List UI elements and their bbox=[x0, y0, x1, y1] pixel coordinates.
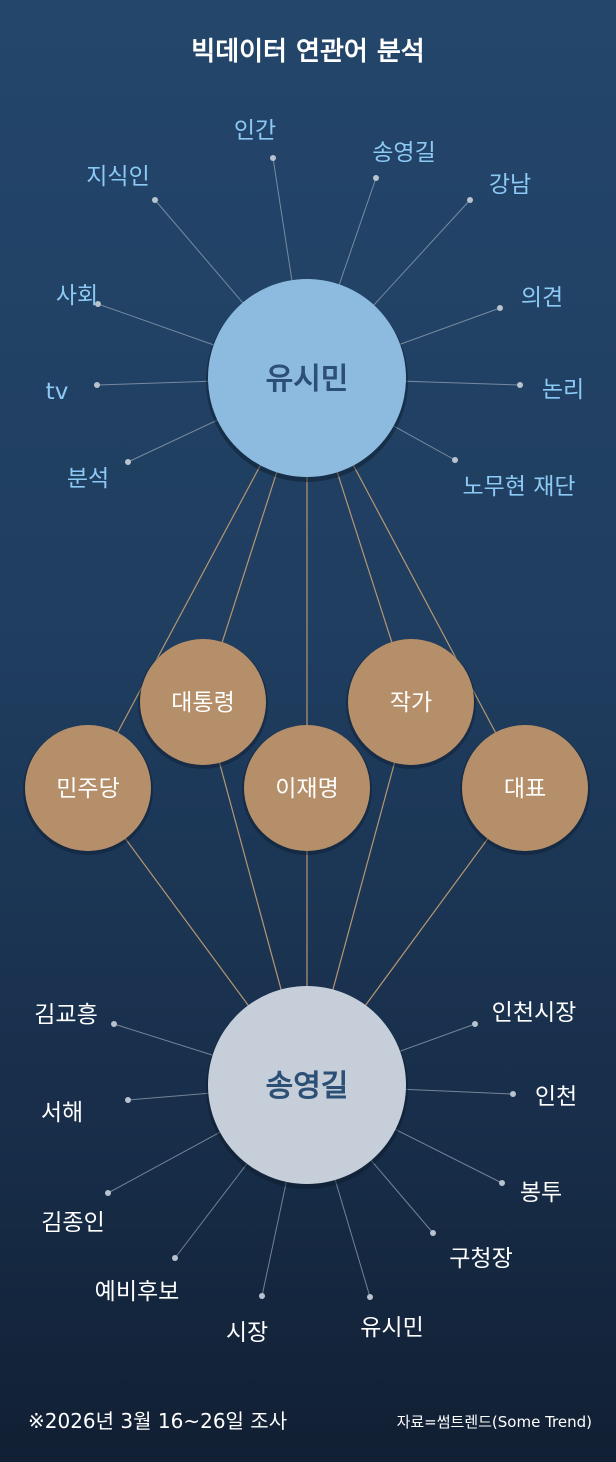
hub-top bbox=[208, 279, 406, 477]
keyword-label: 의견 bbox=[521, 285, 563, 311]
hub-top-label: 유시민 bbox=[266, 362, 349, 397]
keyword-label: 예비후보 bbox=[95, 1279, 180, 1305]
shared-keyword-label: 작가 bbox=[390, 690, 432, 716]
keyword-label: 노무현 재단 bbox=[462, 474, 575, 500]
keyword-dot bbox=[94, 382, 100, 388]
keyword-dot bbox=[111, 1021, 117, 1027]
shared-keyword-node bbox=[462, 725, 588, 851]
shared-keyword-label: 이재명 bbox=[275, 776, 338, 802]
keyword-dot bbox=[373, 175, 379, 181]
hub-bottom-label: 송영길 bbox=[266, 1069, 349, 1104]
keyword-label: 인천시장 bbox=[492, 1000, 577, 1026]
keyword-dot bbox=[517, 382, 523, 388]
hub-bottom bbox=[208, 986, 406, 1184]
shared-keyword-node bbox=[25, 725, 151, 851]
keyword-label: 강남 bbox=[489, 172, 531, 198]
keyword-label: 김종인 bbox=[41, 1210, 104, 1236]
keyword-label: tv bbox=[46, 379, 69, 405]
keyword-label: 봉투 bbox=[520, 1180, 562, 1206]
keyword-label: 분석 bbox=[67, 466, 109, 492]
keyword-dot bbox=[497, 305, 503, 311]
keyword-dot bbox=[125, 1097, 131, 1103]
source-note: 자료=썸트렌드(Some Trend) bbox=[397, 1413, 592, 1431]
keyword-label: 인천 bbox=[535, 1084, 577, 1110]
keyword-dot bbox=[172, 1255, 178, 1261]
page-title: 빅데이터 연관어 분석 bbox=[191, 37, 424, 67]
keyword-label: 유시민 bbox=[360, 1315, 423, 1341]
keyword-dot bbox=[270, 155, 276, 161]
shared-keyword-node bbox=[244, 725, 370, 851]
keyword-dot bbox=[499, 1180, 505, 1186]
keyword-label: 송영길 bbox=[372, 140, 435, 166]
keyword-dot bbox=[152, 197, 158, 203]
keyword-dot bbox=[259, 1293, 265, 1299]
keyword-dot bbox=[472, 1021, 478, 1027]
keyword-label: 논리 bbox=[542, 377, 584, 403]
shared-keyword-node bbox=[140, 639, 266, 765]
keyword-label: 인간 bbox=[234, 118, 276, 144]
keyword-label: 구청장 bbox=[449, 1246, 512, 1272]
keyword-label: 시장 bbox=[226, 1320, 268, 1346]
survey-note: ※2026년 3월 16~26일 조사 bbox=[28, 1409, 287, 1433]
keyword-dot bbox=[105, 1190, 111, 1196]
shared-keyword-label: 민주당 bbox=[56, 776, 119, 802]
keyword-dot bbox=[125, 459, 131, 465]
keyword-dot bbox=[467, 197, 473, 203]
keyword-dot bbox=[510, 1091, 516, 1097]
shared-keyword-label: 대통령 bbox=[171, 690, 234, 716]
keyword-dot bbox=[430, 1230, 436, 1236]
keyword-label: 김교흥 bbox=[34, 1002, 97, 1028]
keyword-dot bbox=[367, 1294, 373, 1300]
keyword-dot bbox=[95, 301, 101, 307]
keyword-label: 지식인 bbox=[86, 164, 149, 190]
shared-keyword-node bbox=[348, 639, 474, 765]
keyword-label: 사회 bbox=[56, 283, 98, 309]
shared-keyword-label: 대표 bbox=[504, 776, 546, 802]
keyword-dot bbox=[452, 457, 458, 463]
keyword-label: 서해 bbox=[41, 1100, 83, 1126]
